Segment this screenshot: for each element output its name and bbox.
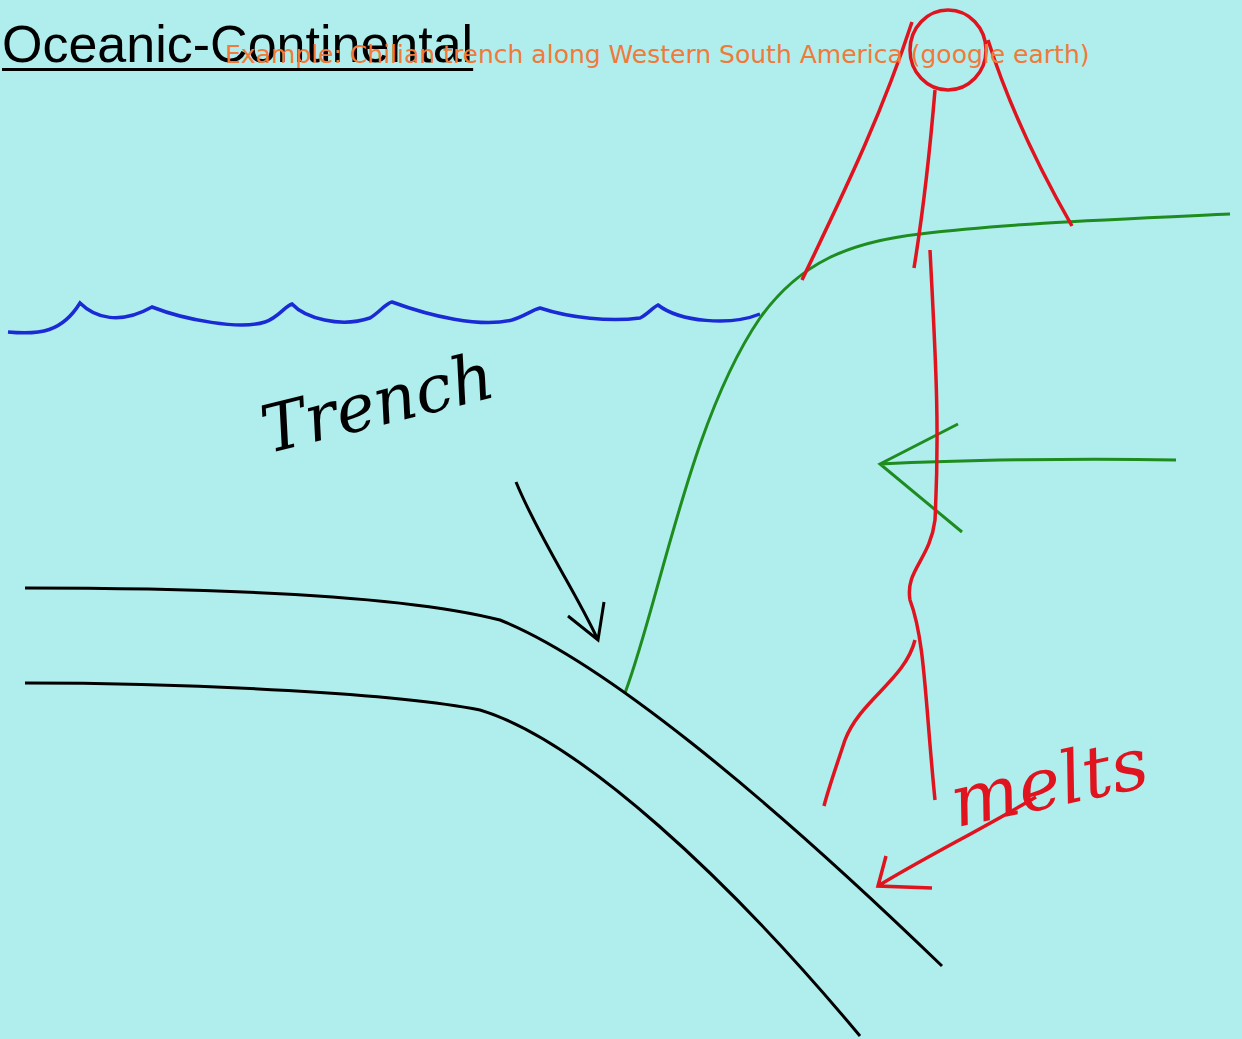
melts-label: melts xyxy=(943,720,1156,844)
continental-crust xyxy=(625,214,1230,693)
sea-surface xyxy=(8,302,760,333)
magma-conduit xyxy=(909,90,937,800)
example-note: Example: Chilian trench along Western So… xyxy=(225,40,1089,69)
plate-top xyxy=(25,588,942,966)
trench-label: Trench xyxy=(253,337,501,469)
continental-layer xyxy=(880,424,1176,532)
magma-branch xyxy=(824,640,915,806)
trench-arrow xyxy=(516,482,604,640)
plate-bottom xyxy=(25,683,860,1036)
